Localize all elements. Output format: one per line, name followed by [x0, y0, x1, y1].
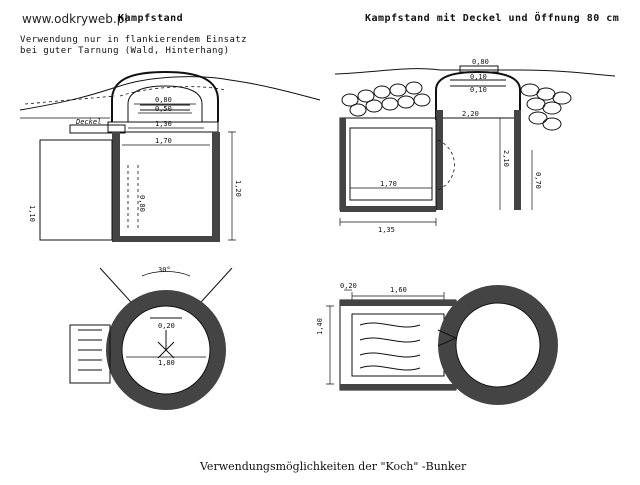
left-dim-170: 1,70 [155, 137, 172, 145]
left-dim-050: 0,50 [155, 105, 172, 113]
right-dim-010a: 0,10 [470, 73, 487, 81]
left-plan-center-mark [157, 330, 175, 359]
right-stone-pile-right [520, 83, 572, 131]
right-ground-line [334, 68, 616, 77]
left-shaft-floor [112, 236, 220, 242]
left-plan-dim-180: 1,80 [158, 359, 175, 367]
left-title: Kampfstand [118, 13, 184, 24]
right-dim-210: 2,10 [502, 150, 510, 167]
left-dim-120: 1,20 [234, 180, 242, 197]
left-dim-110: 1,10 [28, 205, 36, 222]
left-ladder [127, 165, 139, 230]
left-opening-lines [140, 104, 190, 111]
left-shaft-wall-right [212, 132, 220, 240]
figure-caption: Verwendungsmöglichkeiten der "Koch" -Bun… [200, 460, 467, 473]
left-plan-dim-020: 0,20 [158, 322, 175, 330]
right-plan-dim-020: 0,20 [340, 282, 357, 290]
right-shaft-wall-right [514, 110, 521, 210]
right-side-chamber [339, 117, 437, 211]
right-section-drawing [334, 65, 616, 226]
left-deckel-label: Deckel [75, 118, 101, 126]
right-dim-070: 0,70 [534, 172, 542, 189]
left-ground-line [19, 76, 321, 111]
right-dim-135: 1,35 [378, 226, 395, 234]
right-plan-dim-140: 1,40 [316, 318, 324, 335]
left-plan-side-chamber [69, 324, 111, 384]
left-dim-130: 1,30 [155, 120, 172, 128]
left-note-line-2: bei guter Tarnung (Wald, Hinterhang) [20, 46, 230, 56]
right-stone-pile-left [341, 81, 431, 117]
right-dim-220: 2,20 [462, 110, 479, 118]
right-plan-wood-grain [359, 322, 421, 371]
right-dim-170: 1,70 [380, 180, 397, 188]
left-cap-outer [111, 70, 219, 122]
left-soil-texture [24, 86, 226, 105]
watermark: www.odkryweb.pl [22, 12, 128, 26]
left-deckel-slab [69, 124, 126, 134]
right-title: Kampfstand mit Deckel und Öffnung 80 cm [365, 13, 620, 24]
left-note-line-1: Verwendung nur in flankierendem Einsatz [20, 35, 247, 45]
right-plan-inner-ring [455, 302, 541, 388]
right-dim-010b: 0,10 [470, 86, 487, 94]
right-shaft-wall-left [436, 110, 443, 210]
left-plan-drawing [69, 267, 233, 410]
right-deckel [459, 65, 499, 73]
left-section-drawing [19, 70, 321, 242]
left-dim-080b: 0,80 [138, 195, 146, 212]
right-cap-opening [450, 79, 506, 87]
right-door-swing [437, 139, 455, 191]
left-top-slab [107, 121, 219, 133]
left-cap-inner [127, 85, 203, 122]
right-dim-080: 0,80 [472, 58, 489, 66]
left-plan-dim-angle: 30° [158, 266, 171, 274]
right-plan-dim-160: 1,60 [390, 286, 407, 294]
left-side-chamber [39, 139, 113, 241]
left-dim-080: 0,80 [155, 96, 172, 104]
left-vertical-dim [228, 131, 236, 241]
right-plan-drawing [326, 285, 558, 405]
left-shaft-wall-left [112, 132, 120, 240]
